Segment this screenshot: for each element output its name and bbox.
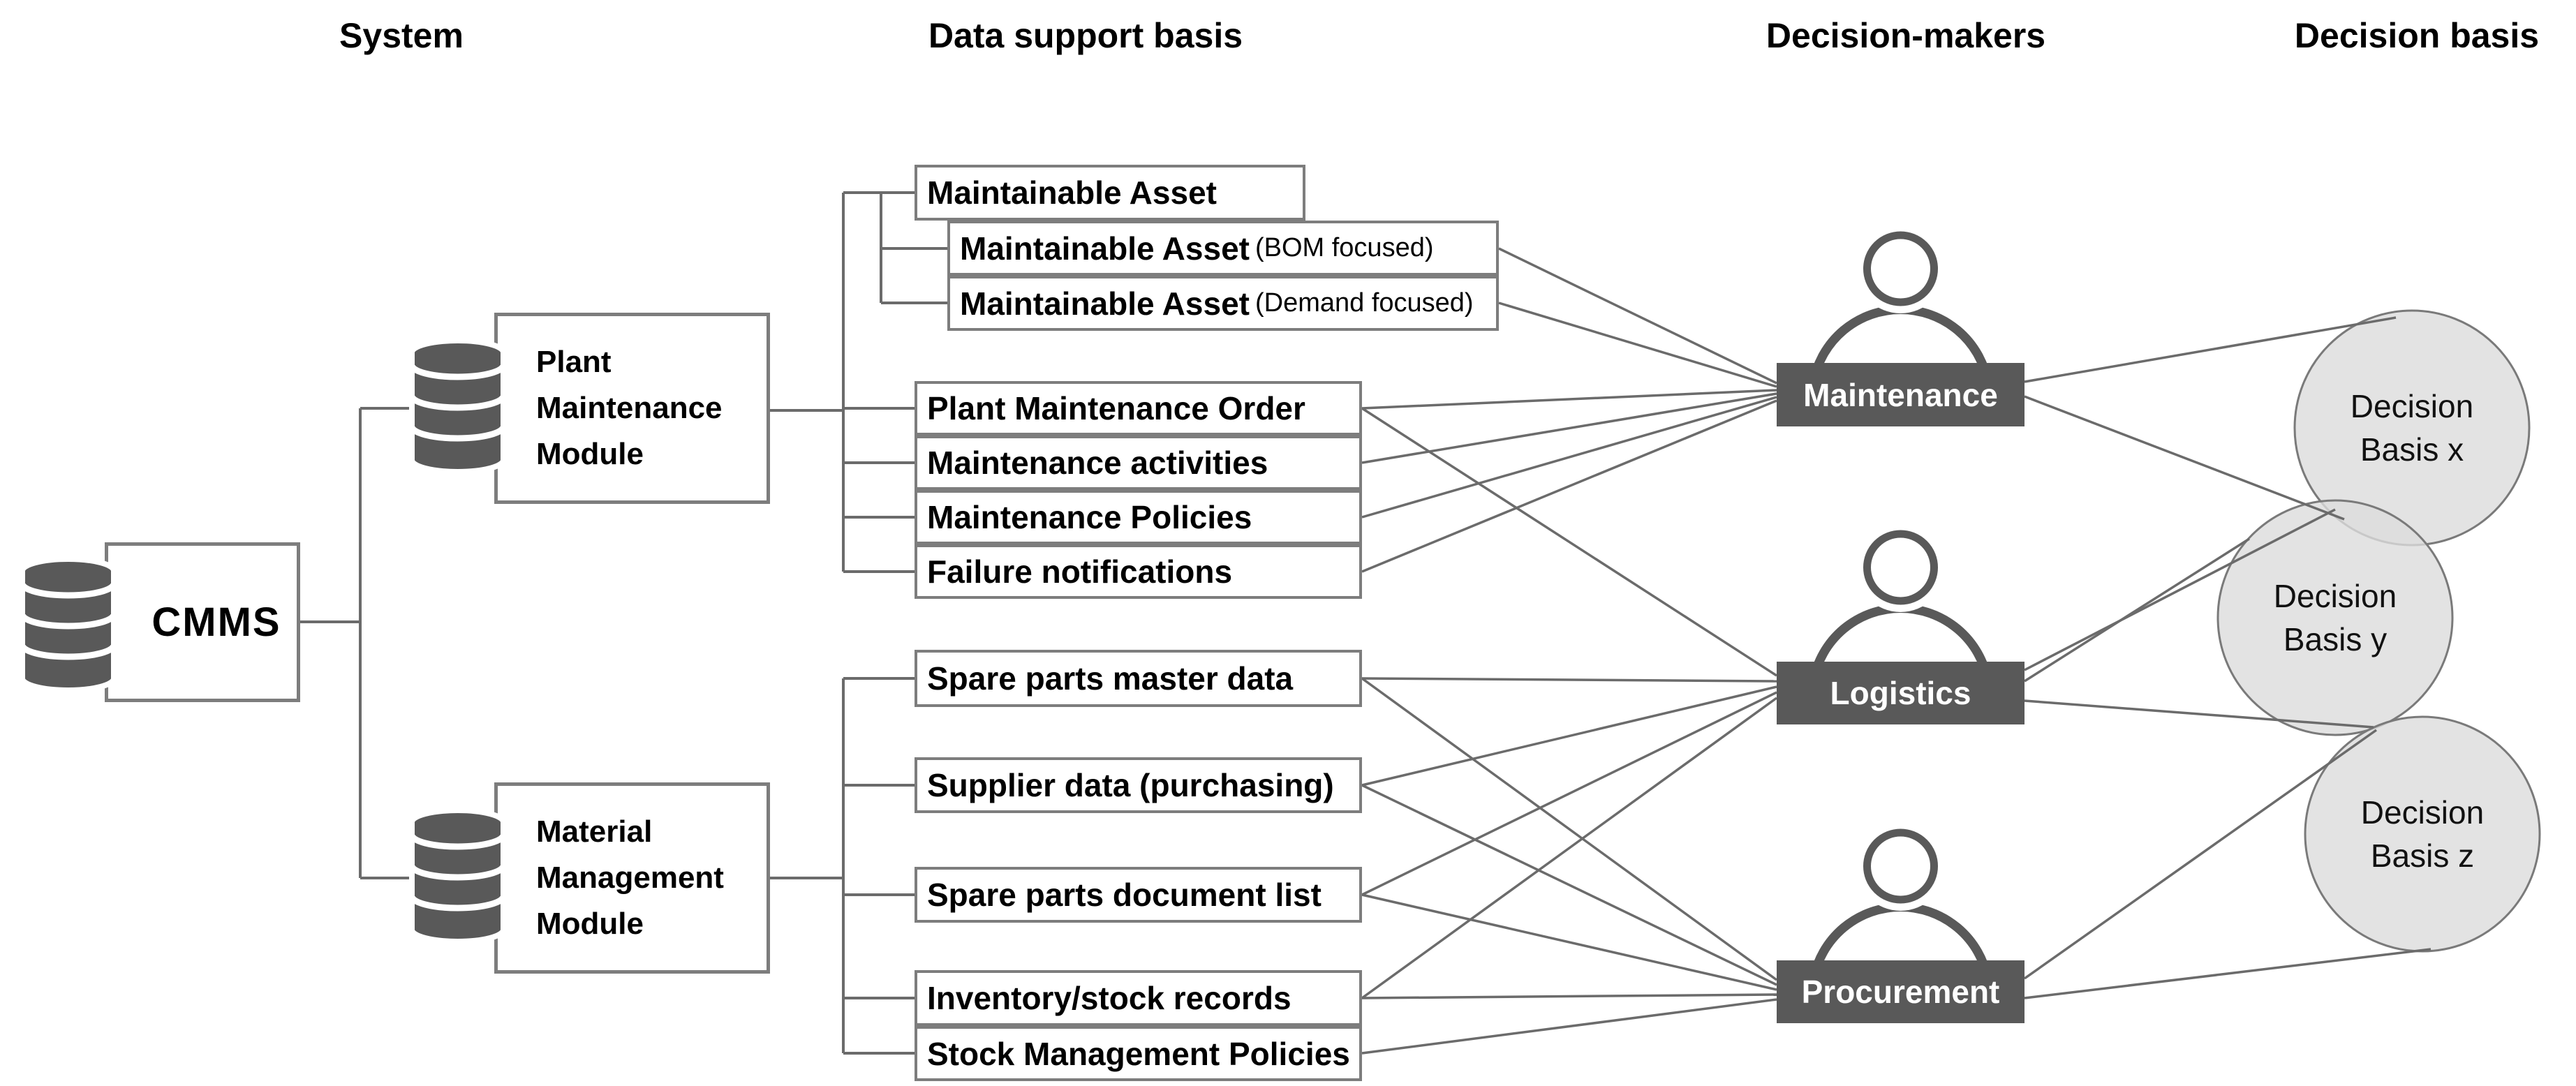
connection-line-master-to-procurement [1361,677,1778,981]
data-box-inv: Inventory/stock records [915,970,1362,1026]
connection-line-procurement-to-y [2023,729,2378,980]
connection-line-logistics-to-z [2024,699,2374,729]
data-box-pol: Maintenance Policies [915,490,1362,544]
decision-basis-label-line: Decision [2273,577,2397,614]
person-head [1863,231,1938,306]
decision-maker-label-procurement: Procurement [1777,960,2024,1023]
connection-line-supplier-to-procurement [1361,784,1777,986]
module-label-line: Management [536,861,724,895]
connection-line-inv-to-logistics [1361,697,1778,999]
person-icon-maintenance [1809,224,1992,384]
data-box-pmo: Plant Maintenance Order [915,381,1362,436]
data-box-label: Supplier data (purchasing) [927,767,1334,803]
data-box-demand: Maintainable Asset(Demand focused) [947,276,1499,331]
connection-line-fail-to-maintenance [1361,399,1777,573]
cmms-label: CMMS [151,600,281,645]
person-icon-procurement [1809,821,1992,981]
data-box-label: Plant Maintenance Order [927,390,1305,426]
data-box-label: Failure notifications [927,553,1233,590]
data-box-ma: Maintainable Asset [915,165,1305,221]
module-label-line: Plant [536,345,612,379]
connection-line-docs-to-logistics [1361,691,1777,896]
column-header-decision-basis: Decision basis [2294,16,2540,55]
connection-line-supplier-to-logistics [1361,685,1777,787]
decision-basis-label-line: Basis y [2283,621,2388,657]
data-box-label: Maintenance Policies [927,499,1252,535]
data-box-label: Inventory/stock records [927,980,1291,1016]
data-box-label: Maintainable Asset [960,230,1250,267]
connection-line-docs-to-procurement [1361,893,1777,991]
data-box-label: Maintainable Asset [960,285,1250,322]
data-box-note: (BOM focused) [1254,233,1434,262]
column-header-decision-makers: Decision-makers [1766,16,2046,55]
connection-line-demand-to-maintenance [1498,302,1777,388]
connection-line-maintenance-to-x [2024,316,2397,383]
connection-line-logistics-to-x [2024,508,2336,671]
connection-line-maintenance-to-y [2024,395,2345,521]
connection-line-master-to-logistics [1361,677,1777,683]
connection-line-inv-to-procurement [1361,993,1777,999]
data-box-act: Maintenance activities [915,436,1362,490]
decision-maker-label-maintenance: Maintenance [1777,363,2024,426]
data-box-supplier: Supplier data (purchasing) [915,757,1362,813]
decision-basis-label-line: Decision [2360,794,2485,831]
connection-line-stock-to-procurement [1361,998,1777,1055]
person-icon-logistics [1809,523,1992,683]
decision-basis-circle-y [2216,499,2454,736]
cmms-box: CMMS [105,542,300,702]
decision-basis-label-line: Basis z [2370,838,2475,874]
connection-line-pmo-to-logistics [1361,407,1777,677]
data-box-label: Maintenance activities [927,445,1268,481]
data-box-stock: Stock Management Policies [915,1026,1362,1081]
column-header-data-support: Data support basis [928,16,1243,55]
connection-line-logistics-to-y [2024,537,2250,683]
module-label-line: Module [536,437,644,471]
data-box-label: Spare parts document list [927,877,1322,913]
decision-maker-label-logistics: Logistics [1777,662,2024,724]
person-head [1863,530,1938,605]
data-box-fail: Failure notifications [915,544,1362,599]
data-box-note: (Demand focused) [1254,288,1474,318]
connection-line-procurement-to-z [2024,948,2431,999]
column-header-system: System [339,16,464,55]
module-label-line: Module [536,907,644,941]
decision-basis-label-line: Decision [2350,387,2474,424]
module-label-line: Material [536,814,653,849]
person-head [1863,828,1938,904]
data-box-docs: Spare parts document list [915,867,1362,923]
data-box-label: Maintainable Asset [927,174,1217,211]
data-box-label: Stock Management Policies [927,1035,1350,1072]
connection-line-bom-to-maintenance [1498,247,1777,385]
data-box-label: Spare parts master data [927,660,1294,697]
data-box-master: Spare parts master data [915,650,1362,707]
connection-line-act-to-maintenance [1361,392,1777,464]
connection-line-pmo-to-maintenance [1361,389,1777,410]
data-box-bom: Maintainable Asset(BOM focused) [947,221,1499,276]
module-label-line: Maintenance [536,391,723,425]
decision-basis-label-line: Basis x [2360,431,2464,468]
connection-line-pol-to-maintenance [1361,396,1777,519]
